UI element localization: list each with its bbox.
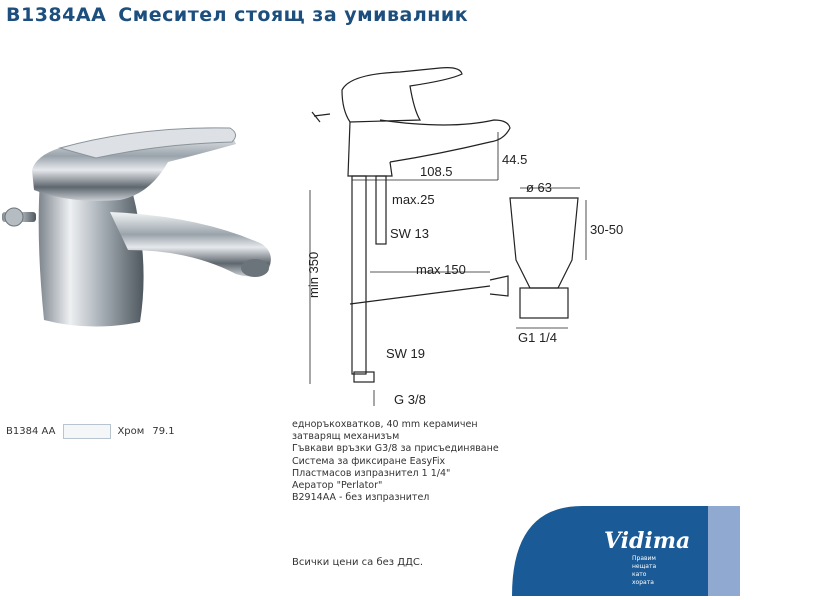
technical-drawing: 108.5 44.5 max.25 SW 13 max 150 min 350 … [306,67,623,407]
feature-item: Система за фиксиране EasyFix [292,455,446,467]
price-row: B1384 AA Хром 79.1 [6,423,175,439]
feature-item: затварящ механизъм [292,431,400,443]
brand-tagline-4: хората [632,579,654,586]
faucet-photo [2,127,271,327]
price-row-price: 79.1 [152,425,175,437]
feature-item: Гъвкави връзки G3/8 за присъединяване [292,443,499,455]
dim-min350: min 350 [306,252,321,298]
dim-max25: max.25 [392,192,435,207]
finish-swatch [63,423,112,439]
dim-max150: max 150 [416,262,466,277]
brand-name: Vidima [604,528,690,554]
feature-list: еднoръкохватков, 40 mm керамичен затваря… [292,419,532,504]
feature-item: Пластмасов изпразнител 1 1/4" [292,467,451,479]
dim-sw19: SW 19 [386,346,425,361]
brand-tagline-3: като [632,571,647,578]
brand-tagline-2: нещата [632,563,656,570]
dim-44: 44.5 [502,152,527,167]
price-row-finish: Хром [117,425,145,437]
dim-g38: G 3/8 [394,392,426,407]
dim-30-50: 30-50 [590,222,623,237]
dim-108: 108.5 [420,164,453,179]
brand-tagline-1: Правим [632,555,656,562]
product-code: B1384AA [6,4,107,26]
dim-g114: G1 1/4 [518,330,557,345]
page-title: B1384AA Смесител стоящ за умивалник [6,4,468,26]
vat-note: Всички цени са без ДДС. [292,557,424,568]
dim-d63: ø 63 [526,180,552,195]
price-row-code: B1384 AA [6,425,56,437]
dim-sw13: SW 13 [390,226,429,241]
brand-logo: Vidima Правим нещата като хората [512,506,740,596]
feature-item: еднoръкохватков, 40 mm керамичен [292,419,478,430]
feature-item: Аератор "Perlator" [292,480,383,492]
product-title: Смесител стоящ за умивалник [118,4,469,26]
feature-item: B2914AA - без изпразнител [292,492,430,504]
